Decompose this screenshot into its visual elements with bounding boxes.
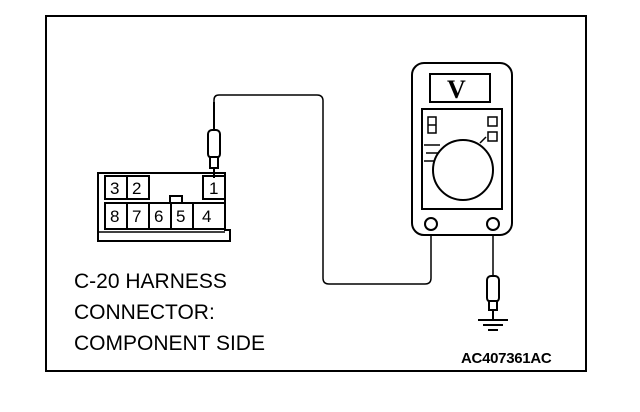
volt-jack-icon	[486, 217, 500, 231]
pin-label-7: 7	[132, 207, 141, 226]
com-jack-icon	[424, 217, 438, 231]
mode-button-icon	[487, 116, 498, 127]
pin-labels: 3 2 1 8 7 6 5 4	[110, 179, 218, 226]
pin-cell-4	[192, 202, 226, 230]
pin-label-8: 8	[110, 207, 119, 226]
rotary-dial-icon	[432, 139, 494, 201]
diagram-frame	[45, 15, 587, 372]
hold-button-icon	[487, 131, 498, 142]
multimeter-display	[429, 73, 491, 103]
harness-connector	[97, 172, 231, 242]
voltmeter-label: V	[447, 75, 466, 104]
upper-test-probe	[207, 102, 221, 178]
caption-line-1: C-20 HARNESS	[74, 270, 227, 293]
positive-lead-wire	[213, 94, 432, 285]
ground-icon	[478, 319, 508, 331]
caption-line-3: COMPONENT SIDE	[74, 332, 265, 355]
multimeter	[411, 62, 513, 236]
pin-cell-2	[126, 175, 150, 200]
pin-label-1: 1	[209, 179, 218, 198]
pin-label-2: 2	[132, 179, 141, 198]
ground-test-probe	[486, 275, 500, 320]
pin-label-5: 5	[176, 207, 185, 226]
figure-code: AC407361AC	[461, 350, 552, 367]
pin-label-3: 3	[110, 179, 119, 198]
caption-line-2: CONNECTOR:	[74, 301, 215, 324]
connector-body	[97, 172, 231, 242]
pin-label-6: 6	[154, 207, 163, 226]
pin-label-4: 4	[202, 207, 211, 226]
